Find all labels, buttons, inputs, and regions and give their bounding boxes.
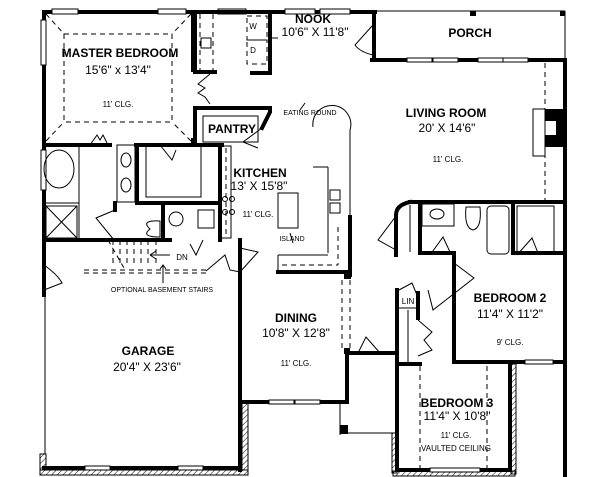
bedroom-3-walls (391, 360, 517, 477)
master-closet-door (159, 144, 177, 161)
kitchen-dimensions: 13' X 15'8" (231, 179, 288, 193)
living-room-ceiling: 11' CLG. (433, 155, 464, 164)
linen-label: LIN (402, 297, 415, 306)
dining-walls (240, 272, 397, 435)
dining-ceiling: 11' CLG. (281, 359, 312, 368)
pantry-label: PANTRY (208, 122, 256, 136)
eating-round-label: EATING ROUND (283, 110, 336, 117)
washer-label: W (249, 22, 257, 31)
linen-closet (395, 282, 433, 366)
master-bedroom-walls (40, 8, 195, 147)
porch-label: PORCH (448, 26, 491, 40)
stairs-down-label: DN (176, 253, 188, 262)
master-bedroom-label: MASTER BEDROOM (62, 46, 179, 60)
basement-stairs (84, 239, 241, 283)
kitchen-ceiling: 11' CLG. (243, 210, 274, 219)
hall-bath (377, 199, 567, 257)
master-closet (193, 10, 217, 105)
bedroom-2-dimensions: 11'4" X 11'2" (477, 307, 543, 321)
garage-dimensions: 20'4" X 23'6" (113, 360, 181, 374)
basement-stairs-label: OPTIONAL BASEMENT STAIRS (111, 287, 214, 294)
nook-dimensions: 10'6" X 11'8" (282, 25, 349, 39)
dryer-label: D (250, 46, 256, 55)
master-bedroom-ceiling: 11' CLG. (103, 100, 134, 109)
porch-outline (372, 10, 567, 63)
dining-dimensions: 10'8" X 12'8" (262, 326, 330, 340)
living-room-label: LIVING ROOM (406, 106, 487, 120)
bedroom-3-label: BEDROOM 3 (421, 396, 494, 410)
bedroom-3-ceiling: 11' CLG. (441, 431, 472, 440)
master-bedroom-dimensions: 15'6" x 13'4" (85, 63, 151, 77)
bedroom-2-label: BEDROOM 2 (474, 291, 547, 305)
living-room-dimensions: 20' X 14'6" (419, 121, 476, 135)
kitchen-label: KITCHEN (233, 166, 286, 180)
dining-label: DINING (275, 311, 317, 325)
master-door-swing (89, 133, 109, 146)
nook-label: NOOK (295, 12, 331, 26)
bedroom-2-ceiling: 9' CLG. (497, 338, 524, 347)
island-label: ISLAND (279, 236, 304, 243)
bedroom-2-walls (427, 251, 567, 365)
garage-walls (39, 238, 259, 476)
living-room-walls (408, 58, 567, 477)
master-bath (40, 143, 220, 242)
kitchen (218, 102, 352, 277)
bedroom-3-dimensions: 11'4" X 10'8" (424, 409, 491, 423)
garage-label: GARAGE (122, 344, 175, 358)
bedroom-3-vaulted-note: VAULTED CEILING (421, 444, 491, 453)
laundry: W D (217, 8, 272, 75)
master-bedroom-tray-ceiling (45, 13, 192, 142)
